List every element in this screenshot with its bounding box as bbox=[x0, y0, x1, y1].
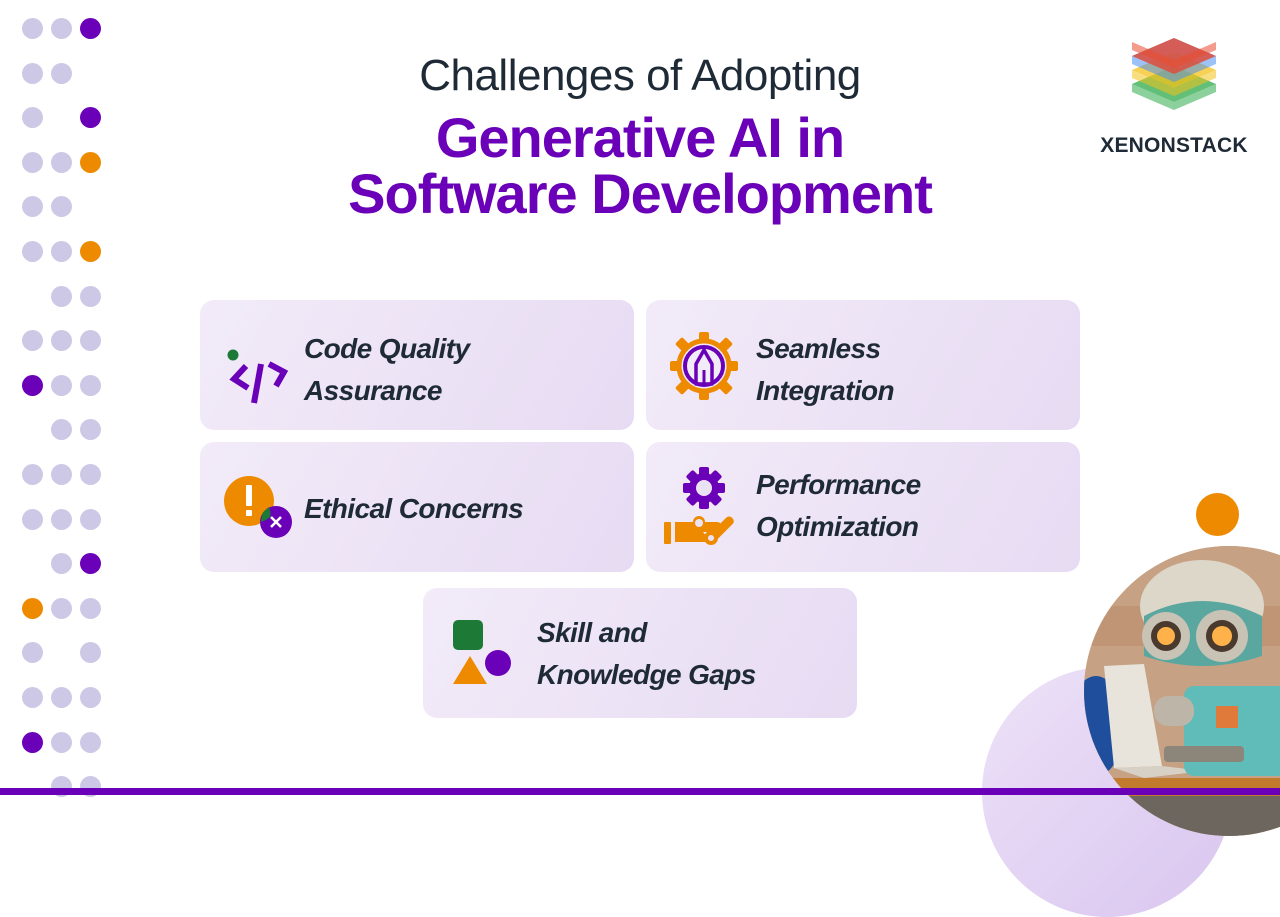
dot-grid-decoration bbox=[0, 0, 130, 798]
card-label-line-1: Skill and bbox=[537, 617, 647, 648]
card-label-line-2: Assurance bbox=[304, 375, 442, 406]
decor-dot bbox=[51, 687, 72, 708]
decor-dot bbox=[22, 687, 43, 708]
decor-dot bbox=[22, 62, 43, 84]
warning-alert-icon bbox=[224, 476, 292, 538]
decor-dot bbox=[22, 374, 43, 396]
card-label-line-1: Ethical Concerns bbox=[304, 493, 524, 524]
card-ethical-concerns: Ethical Concerns bbox=[200, 442, 634, 572]
card-label-line-2: Optimization bbox=[756, 511, 919, 542]
decor-dot bbox=[51, 62, 72, 84]
decor-dot bbox=[51, 241, 72, 262]
card-label-line-2: Knowledge Gaps bbox=[537, 659, 756, 690]
shapes-icon bbox=[453, 620, 511, 684]
decor-dot bbox=[51, 464, 72, 485]
decor-dot bbox=[80, 731, 101, 753]
card-label-line-1: Seamless bbox=[756, 333, 881, 364]
decor-dot bbox=[22, 330, 43, 352]
decor-dot bbox=[51, 553, 72, 575]
decor-dot bbox=[22, 18, 43, 39]
card-label-line-1: Code Quality bbox=[304, 333, 470, 364]
decor-dot bbox=[51, 508, 72, 530]
decor-dot bbox=[22, 151, 43, 173]
card-label-line-2: Integration bbox=[756, 375, 895, 406]
decor-dot bbox=[51, 285, 72, 307]
decor-dot bbox=[22, 642, 43, 664]
decor-dot bbox=[51, 151, 72, 173]
gear-hand-icon bbox=[664, 467, 734, 545]
decor-dot bbox=[80, 419, 101, 441]
decor-dot bbox=[22, 241, 43, 262]
decor-dot bbox=[51, 419, 72, 441]
decor-dot bbox=[80, 330, 101, 352]
decor-dot bbox=[51, 330, 72, 352]
decor-dot bbox=[22, 597, 43, 619]
page-title: Challenges of Adopting Generative AI in … bbox=[290, 48, 990, 222]
title-line-1: Challenges of Adopting bbox=[419, 51, 861, 100]
title-line-2a: Generative AI in bbox=[435, 106, 845, 169]
orange-circle-decoration bbox=[1196, 493, 1239, 536]
gear-pencil-icon bbox=[670, 332, 738, 400]
decor-dot bbox=[51, 731, 72, 753]
decor-dot bbox=[80, 374, 101, 396]
decor-dot bbox=[80, 107, 101, 129]
bottom-accent-bar bbox=[0, 788, 1280, 795]
card-skill-gaps: Skill and Knowledge Gaps bbox=[423, 588, 857, 718]
card-code-quality: Code Quality Assurance bbox=[200, 300, 634, 430]
decor-dot bbox=[22, 731, 43, 753]
decor-dot bbox=[80, 508, 101, 530]
decor-dot bbox=[80, 151, 101, 173]
decor-dot bbox=[80, 597, 101, 619]
decor-dot bbox=[22, 508, 43, 530]
decor-dot bbox=[51, 196, 72, 218]
decor-dot bbox=[51, 597, 72, 619]
card-performance-optimization: Performance Optimization bbox=[646, 442, 1080, 572]
decor-dot bbox=[80, 687, 101, 708]
decor-dot bbox=[80, 18, 101, 39]
decor-dot bbox=[22, 464, 43, 485]
logo-text: XENONSTACK bbox=[1100, 134, 1248, 157]
code-icon bbox=[227, 349, 289, 404]
decor-dot bbox=[22, 107, 43, 129]
decor-dot bbox=[51, 374, 72, 396]
decor-dot bbox=[80, 241, 101, 262]
decor-dot bbox=[51, 18, 72, 39]
card-label-line-1: Performance bbox=[756, 469, 921, 500]
decor-dot bbox=[22, 196, 43, 218]
decor-dot bbox=[80, 642, 101, 664]
card-seamless-integration: Seamless Integration bbox=[646, 300, 1080, 430]
layered-stack-icon bbox=[1132, 38, 1216, 110]
decor-dot bbox=[80, 464, 101, 485]
decor-dot bbox=[80, 285, 101, 307]
xenonstack-logo: XENONSTACK bbox=[1086, 38, 1262, 163]
decor-dot bbox=[80, 553, 101, 575]
title-line-2b: Software Development bbox=[348, 162, 933, 225]
